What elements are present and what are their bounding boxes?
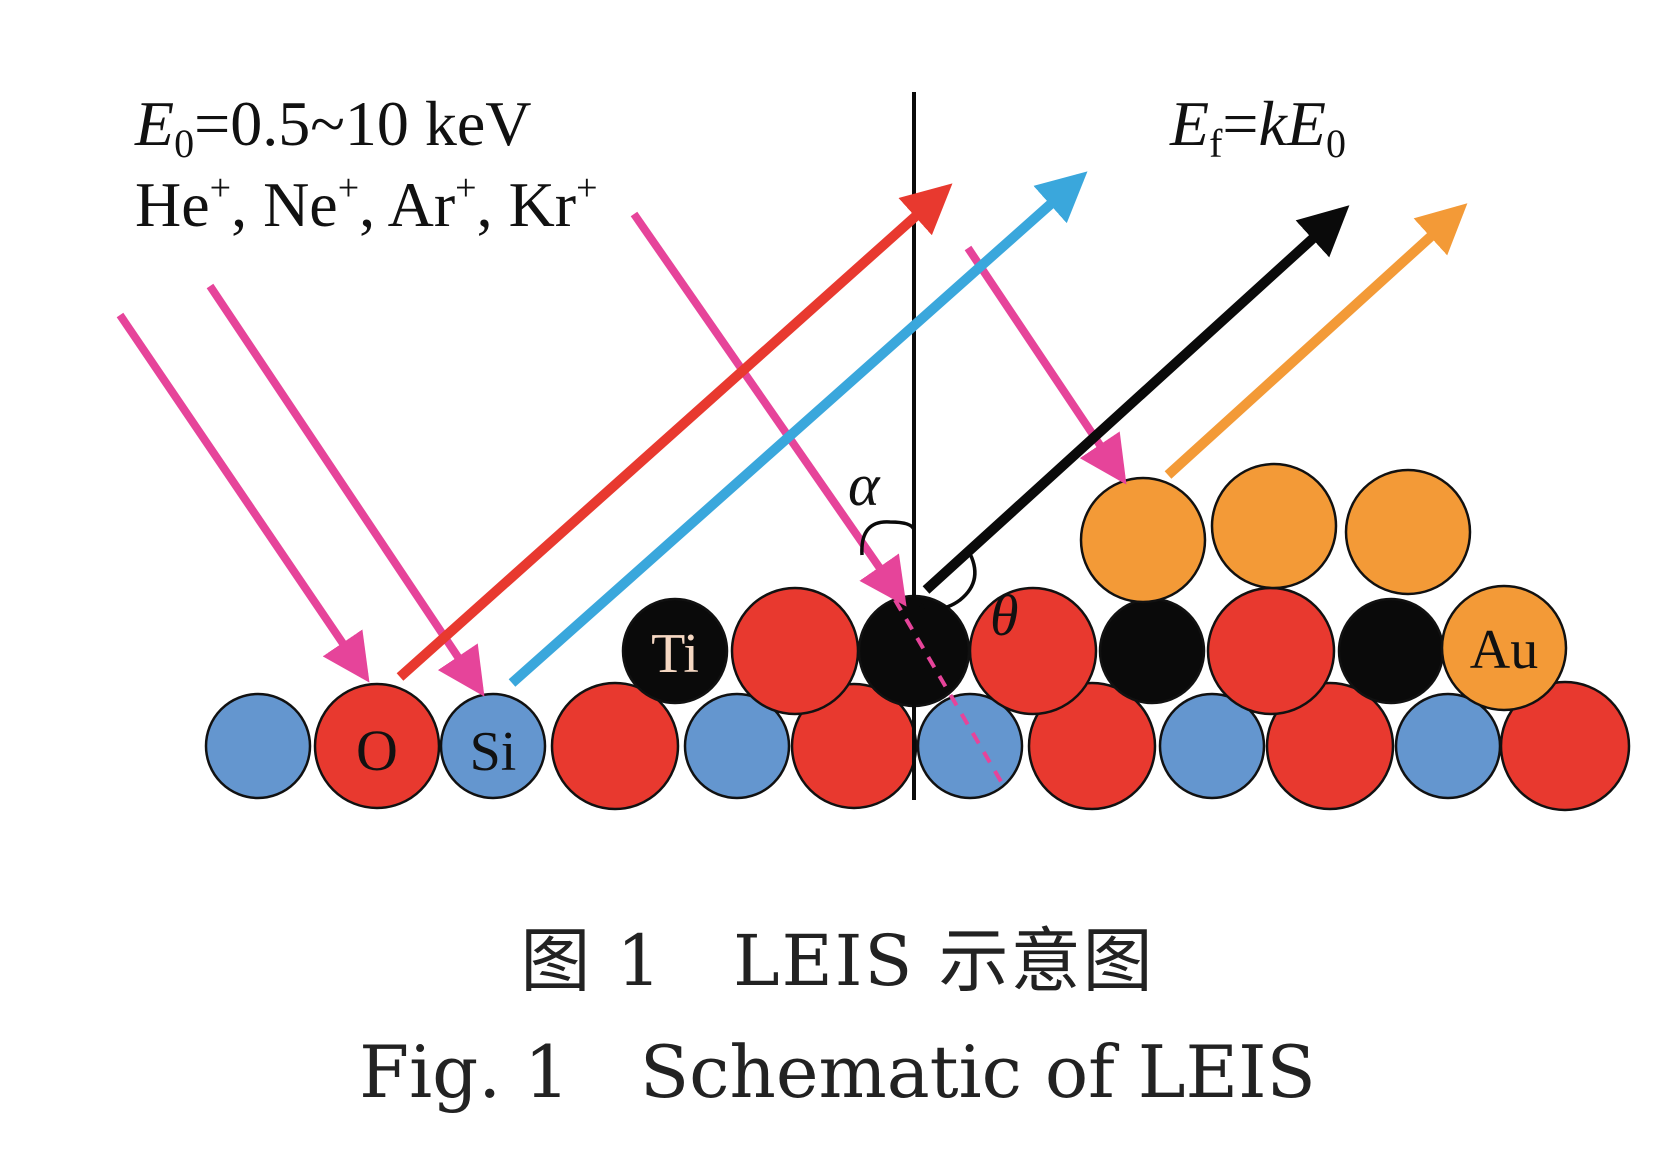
incident-beams (116, 211, 1127, 697)
oxide-row (621, 584, 1568, 716)
incident-arrow (206, 283, 485, 697)
o-atom (313, 682, 441, 810)
ef-e0-subscript: 0 (1326, 121, 1346, 166)
au-atom (1079, 476, 1207, 604)
scattered-arrow-o (396, 183, 953, 681)
e0-subscript: 0 (174, 121, 194, 166)
caption-cn-prefix: 图 1 (520, 920, 664, 1002)
au-atom (1210, 462, 1338, 590)
ion-name: Ar (388, 169, 456, 240)
incident-energy-label: E0=0.5~10 keV (134, 88, 531, 166)
ion-charge: + (455, 167, 476, 209)
scattered-arrow-si (508, 171, 1088, 687)
ion-charge: + (338, 167, 359, 209)
incident-arrow (116, 312, 370, 683)
ef-e0-symbol: E (1286, 88, 1326, 159)
au-atom (1440, 584, 1568, 712)
o-atom (1206, 586, 1336, 716)
ion-species-label: He+, Ne+, Ar+, Kr+ (135, 167, 598, 240)
incident-arrow (964, 245, 1127, 485)
o-atom (1027, 681, 1157, 811)
atom-label-au: Au (1470, 619, 1538, 681)
caption-chinese: 图 1 LEIS 示意图 (0, 905, 1675, 1006)
ti-atom (621, 597, 729, 705)
o-atom (550, 681, 680, 811)
o-atom (730, 586, 860, 716)
ef-equals: = (1222, 88, 1258, 159)
atom-label-si: Si (470, 721, 517, 783)
ion-sep: , (477, 169, 509, 240)
scattered-arrow-ti (922, 205, 1350, 594)
si-atom (1394, 692, 1502, 800)
o-atom (968, 586, 1098, 716)
o-atom (1265, 681, 1395, 811)
ti-atom (1337, 597, 1445, 705)
atom-label-ti: Ti (651, 623, 699, 685)
au-atom (1344, 468, 1472, 596)
si-atom (916, 692, 1024, 800)
e0-value: =0.5~10 keV (194, 88, 531, 159)
caption-cn-text: LEIS 示意图 (733, 920, 1155, 1002)
ion-name: He (135, 169, 210, 240)
o-atom (1499, 680, 1631, 812)
incident-arrow (630, 211, 907, 607)
gold-cluster (1079, 462, 1472, 604)
si-atom (204, 692, 312, 800)
theta-symbol: θ (990, 583, 1019, 648)
ef-subscript: f (1209, 121, 1223, 166)
scattered-beams (396, 171, 1468, 687)
theta-angle-arc (917, 549, 977, 611)
si-atom (439, 692, 547, 800)
ion-charge: + (576, 167, 597, 209)
si-atom (683, 692, 791, 800)
si-atom (1158, 692, 1266, 800)
alpha-angle-arc (860, 520, 916, 556)
scattered-arrow-au (1164, 203, 1468, 479)
atom-label-o: O (356, 718, 398, 783)
caption-english: Fig. 1 Schematic of LEIS (0, 1030, 1675, 1114)
ef-symbol: E (1169, 88, 1209, 159)
ti-atom (1098, 597, 1206, 705)
alpha-symbol: α (848, 452, 881, 518)
substrate-row (204, 680, 1631, 812)
ion-charge: + (210, 167, 231, 209)
e0-symbol: E (134, 88, 174, 159)
ef-k: k (1259, 88, 1289, 159)
final-energy-label: Ef=kE0 (1169, 88, 1346, 166)
ion-sep: , (231, 169, 263, 240)
penetration-path (893, 598, 1008, 792)
caption-en-prefix: Fig. 1 (359, 1030, 570, 1114)
caption-en-text: Schematic of LEIS (639, 1030, 1316, 1114)
ion-name: Ne (263, 169, 338, 240)
ion-sep: , (359, 169, 387, 240)
ion-name: Kr (509, 169, 577, 240)
